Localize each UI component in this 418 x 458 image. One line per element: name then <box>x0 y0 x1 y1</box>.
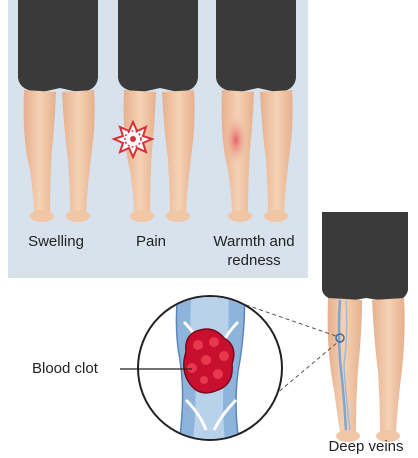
warmth-redness-spot <box>224 114 248 166</box>
label-warmth: Warmth and <box>204 233 304 251</box>
leg-pair-swelling <box>18 0 98 222</box>
label-blood-clot: Blood clot <box>32 360 122 378</box>
label-redness: redness <box>204 252 304 270</box>
label-deep-veins: Deep veins <box>318 438 414 456</box>
pain-starburst-icon <box>114 122 152 157</box>
leg-pair-warmth <box>216 0 296 222</box>
label-pain: Pain <box>126 233 176 251</box>
label-swelling: Swelling <box>20 233 92 251</box>
leg-pair-deep-veins <box>322 212 408 442</box>
leg-pair-pain <box>118 0 198 222</box>
blood-clot-mass <box>184 329 234 393</box>
